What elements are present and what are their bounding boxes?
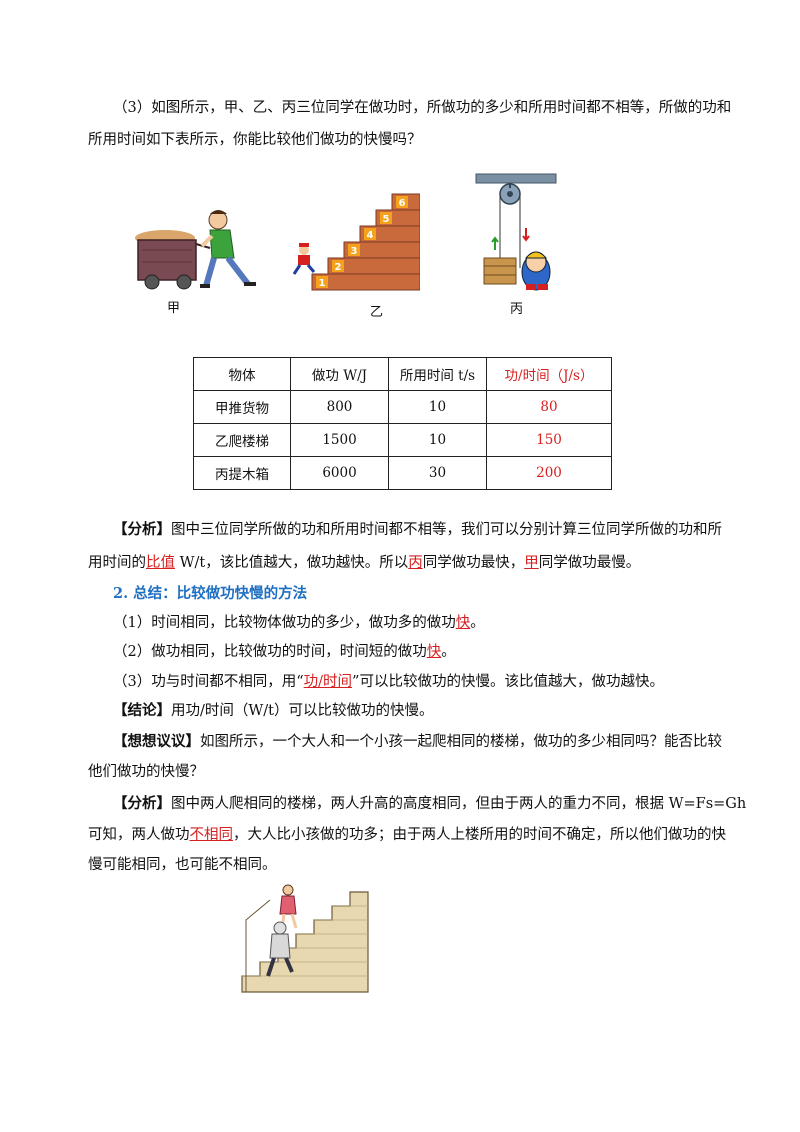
analysis2-line-1: 【分析】图中两人爬相同的楼梯，两人升高的高度相同，但由于两人的重力不同，根据 W…: [113, 795, 747, 812]
stair-number-6: 6: [399, 198, 406, 209]
think-line-2: 他们做功的快慢？: [88, 764, 204, 780]
answer-fastest: 丙: [408, 555, 423, 571]
summary-item-2: （2）做功相同，比较做功的时间，时间短的做功快。: [113, 644, 456, 660]
work-time-table: 物体 做功 W/J 所用时间 t/s 功/时间（J/s） 甲推货物 800 10…: [193, 357, 612, 490]
bing-lifting-box-illustration: [475, 173, 557, 291]
summary-heading: 2. 总结：比较做功快慢的方法: [113, 585, 308, 602]
table-row: 丙提木箱 6000 30 200: [193, 456, 612, 490]
answer-not-same: 不相同: [189, 827, 234, 843]
yi-climbing-stairs-illustration: 1 2 3 4 5 6: [292, 193, 420, 291]
table-cell: 150: [486, 423, 612, 457]
answer-ratio: 比值: [146, 555, 175, 571]
stair-number-3: 3: [351, 246, 358, 257]
table-cell: 6000: [290, 456, 389, 490]
table-cell: 800: [290, 390, 389, 424]
table-cell: 30: [388, 456, 487, 490]
table-header-cell: 做功 W/J: [290, 357, 389, 391]
table-row: 乙爬楼梯 1500 10 150: [193, 423, 612, 457]
table-cell: 10: [388, 390, 487, 424]
table-cell: 1500: [290, 423, 389, 457]
intro-line-2: 所用时间如下表所示，你能比较他们做功的快慢吗？: [88, 132, 422, 148]
table-cell: 10: [388, 423, 487, 457]
summary-item-3: （3）功与时间都不相同，用“功/时间”可以比较做功的快慢。该比值越大，做功越快。: [113, 674, 664, 690]
stair-number-4: 4: [367, 230, 374, 241]
conclusion: 【结论】用功/时间（W/t）可以比较做功的快慢。: [113, 702, 434, 719]
stair-number-5: 5: [383, 214, 390, 225]
analysis-tag: 【分析】: [113, 521, 171, 538]
table-cell: 甲推货物: [193, 390, 291, 424]
table-cell: 丙提木箱: [193, 456, 291, 490]
stair-number-2: 2: [335, 262, 342, 273]
adult-child-stairs-illustration: [241, 884, 369, 993]
table-header-cell: 所用时间 t/s: [388, 357, 487, 391]
summary-item-1: （1）时间相同，比较物体做功的多少，做功多的做功快。: [113, 615, 485, 631]
table-cell: 200: [486, 456, 612, 490]
table-cell: 乙爬楼梯: [193, 423, 291, 457]
analysis1-line-1: 【分析】图中三位同学所做的功和所用时间都不相等，我们可以分别计算三位同学所做的功…: [113, 521, 722, 538]
think-line-1: 【想想议议】如图所示，一个大人和一个小孩一起爬相同的楼梯，做功的多少相同吗？能否…: [113, 733, 722, 750]
stair-number-1: 1: [319, 278, 326, 289]
table-header-row: 物体 做功 W/J 所用时间 t/s 功/时间（J/s）: [193, 357, 612, 391]
jia-pushing-cart-illustration: [135, 210, 256, 290]
table-header-cell: 功/时间（J/s）: [486, 357, 612, 391]
answer-slowest: 甲: [524, 555, 539, 571]
figure-label-jia: 甲: [167, 301, 181, 316]
analysis2-line-2: 可知，两人做功不相同，大人比小孩做的功多；由于两人上楼所用的时间不确定，所以他们…: [88, 827, 726, 843]
figure-label-yi: 乙: [370, 305, 384, 320]
table-row: 甲推货物 800 10 80: [193, 390, 612, 424]
table-cell: 80: [486, 390, 612, 424]
figure-label-bing: 丙: [510, 302, 524, 317]
analysis2-line-3: 慢可能相同，也可能不相同。: [88, 857, 277, 873]
table-header-cell: 物体: [193, 357, 291, 391]
analysis1-line-2: 用时间的比值 W/t，该比值越大，做功越快。所以丙同学做功最快，甲同学做功最慢。: [88, 555, 641, 571]
intro-line-1: （3）如图所示，甲、乙、丙三位同学在做功时，所做功的多少和所用时间都不相等，所做…: [113, 100, 732, 116]
